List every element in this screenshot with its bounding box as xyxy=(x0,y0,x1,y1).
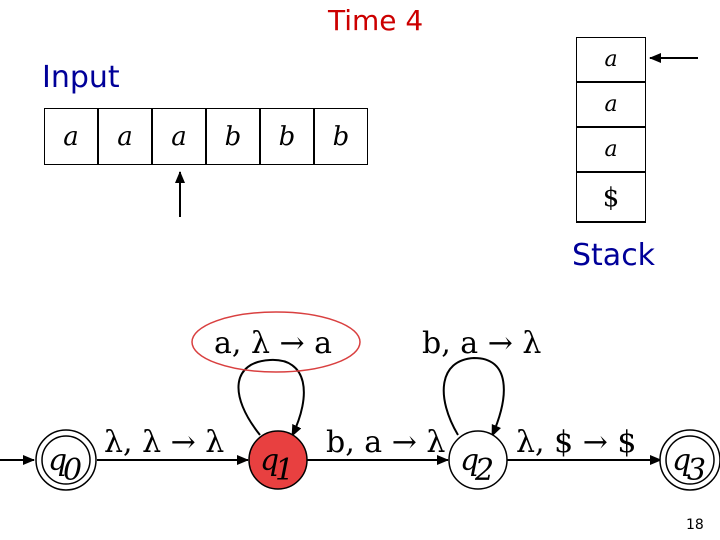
state-q1-label: q xyxy=(260,443,279,478)
state-q0-sub: 0 xyxy=(63,453,82,488)
stack-cell: a xyxy=(576,127,646,172)
stack-label: Stack xyxy=(572,238,656,273)
state-q0: q 0 xyxy=(35,429,97,491)
state-q2-label: q xyxy=(460,443,479,478)
label-q1-q2: b, a → λ xyxy=(326,425,445,460)
stack-cell: a xyxy=(576,82,646,127)
label-loop-q2: b, a → λ xyxy=(422,326,541,361)
stack: a a a $ xyxy=(576,37,646,223)
state-q1-sub: 1 xyxy=(275,453,294,488)
tape-cell: b xyxy=(206,108,260,165)
label-q0-q1: λ, λ → λ xyxy=(104,425,224,460)
stack-cell-bottom: $ xyxy=(576,172,646,223)
state-q3-sub: 3 xyxy=(687,453,706,488)
input-label: Input xyxy=(42,60,120,95)
stack-cell: a xyxy=(576,37,646,82)
state-q2: q 2 xyxy=(448,430,508,490)
state-q3-label: q xyxy=(672,443,691,478)
state-q0-label: q xyxy=(48,443,67,478)
tape-cell: a xyxy=(152,108,206,165)
tape-cell: a xyxy=(44,108,98,165)
loop-q2 xyxy=(442,356,505,437)
highlight-ellipse xyxy=(191,311,361,373)
tape-cell: b xyxy=(260,108,314,165)
page-number: 18 xyxy=(686,517,704,533)
tape-cell: a xyxy=(98,108,152,165)
label-q2-q3: λ, $ → $ xyxy=(516,425,636,460)
tape-cell: b xyxy=(314,108,368,165)
label-loop-q1: a, λ → a xyxy=(214,326,332,361)
slide-title: Time 4 xyxy=(328,4,424,37)
loop-q1 xyxy=(237,358,305,437)
state-q3: q 3 xyxy=(659,429,720,491)
state-q2-sub: 2 xyxy=(474,453,494,488)
state-q1: q 1 xyxy=(248,430,308,490)
